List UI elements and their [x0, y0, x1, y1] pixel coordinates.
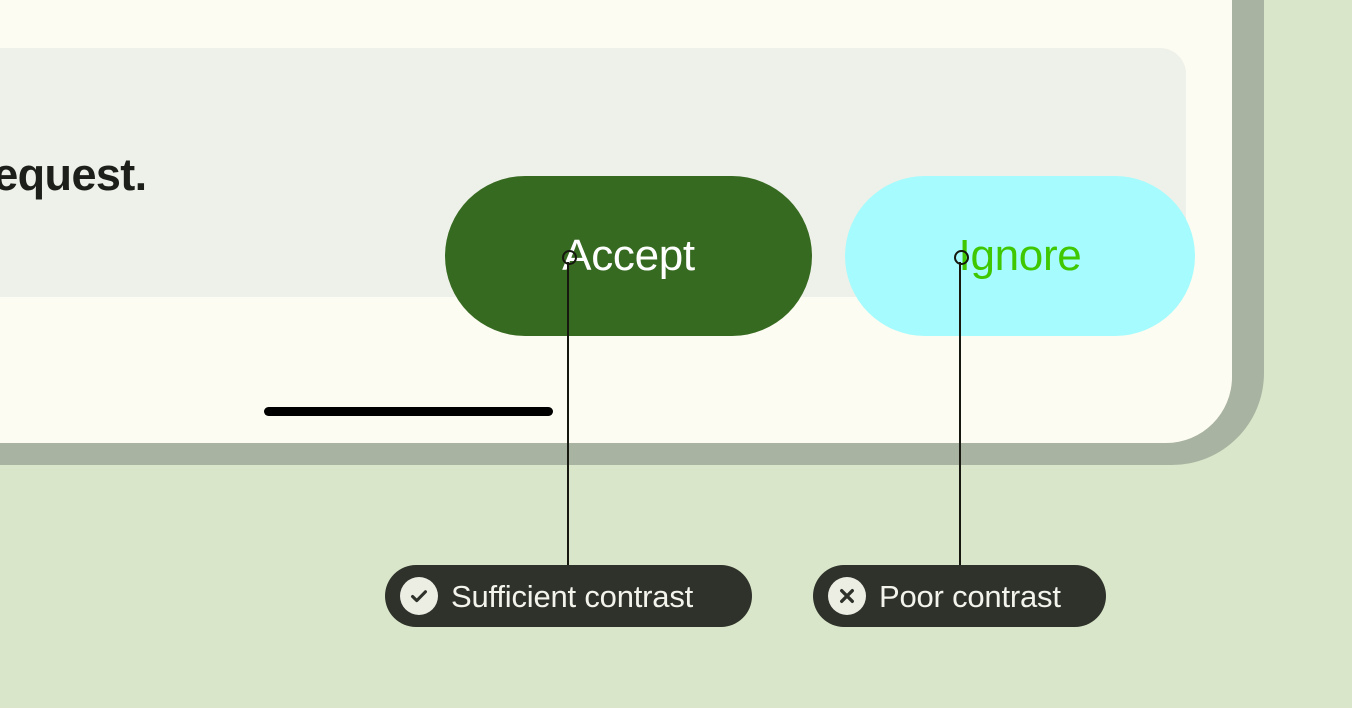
check-circle-icon	[400, 577, 438, 615]
leader-node-ignore	[954, 250, 969, 265]
ignore-button[interactable]: Ignore	[845, 176, 1195, 336]
request-message-text: a request.	[0, 149, 147, 200]
annotation-pill-sufficient-contrast: Sufficient contrast	[385, 565, 752, 627]
leader-node-accept	[562, 250, 577, 265]
accept-button[interactable]: Accept	[445, 176, 812, 336]
annotation-pill-poor-contrast: Poor contrast	[813, 565, 1106, 627]
leader-line-accept	[567, 262, 569, 567]
cross-circle-icon	[828, 577, 866, 615]
annotation-label-sufficient-contrast: Sufficient contrast	[451, 578, 694, 614]
leader-line-ignore	[959, 262, 961, 567]
annotation-label-poor-contrast: Poor contrast	[879, 578, 1061, 614]
rule-bar	[264, 407, 553, 416]
